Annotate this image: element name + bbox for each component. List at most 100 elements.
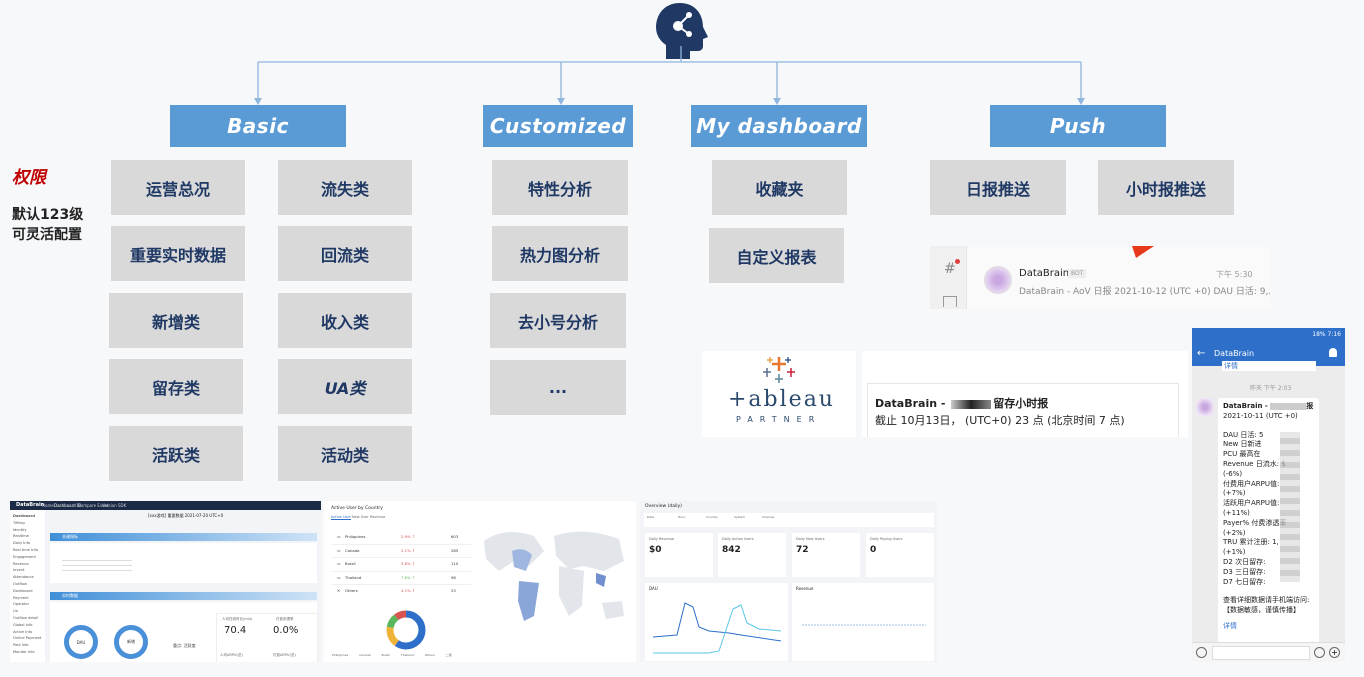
dash1-side-item[interactable]: Real time Info — [13, 547, 38, 552]
dashboard-screenshot-overview: DataBrain Home Dashboard BI Compare Even… — [10, 501, 321, 662]
chat-preview: DataBrain - AoV 日报 2021-10-12 (UTC +0) D… — [1019, 287, 1270, 297]
dash1-side-item[interactable]: Dashboard — [13, 514, 35, 518]
bot-avatar — [984, 266, 1012, 294]
voice-icon[interactable] — [1196, 647, 1207, 658]
chat-time: 下午 5:30 — [1216, 270, 1253, 279]
kpi-card: Daily Paying Users 0 — [866, 533, 934, 577]
hash-icon[interactable]: # — [944, 261, 956, 277]
dash1-donut-2: 新增 — [114, 625, 148, 659]
dash1-title: [xxx游戏] 重要数据 2021-07-20 UTC+0 — [148, 513, 224, 518]
world-map — [484, 531, 624, 621]
dash2-tab-3[interactable]: Revenue — [370, 515, 386, 519]
customized-item-alt-accounts[interactable]: 去小号分析 — [490, 293, 626, 348]
phone-line: (+1%) — [1223, 548, 1246, 557]
phone-detail-bottom[interactable]: 详情 — [1223, 621, 1237, 630]
dash1-kpi1-label: 人均在线时长(min) — [222, 617, 253, 621]
dashboard-screenshot-daily: Overview (daily) Date Hour Country Syste… — [640, 501, 937, 662]
dash1-section-1: 关键指标 — [62, 534, 78, 539]
phone-message: DataBrain - 报 2021-10-11 (UTC +0) DAU 日活… — [1218, 398, 1319, 654]
phone-line — [1223, 587, 1314, 596]
message-input[interactable] — [1212, 646, 1310, 660]
basic-item-overview[interactable]: 运营总况 — [111, 160, 245, 215]
basic-item-retention[interactable]: 留存类 — [109, 359, 243, 414]
dash1-side-item[interactable]: Invent — [13, 568, 25, 573]
dash3-filter[interactable]: Date — [647, 515, 655, 519]
kpi-card: Daily Active Users 842 — [718, 533, 786, 577]
dash1-nav-1[interactable]: Home — [42, 503, 54, 508]
dash1-nav-4[interactable]: Version SDK — [102, 503, 127, 508]
basic-item-activity[interactable]: 活动类 — [278, 426, 412, 481]
dash1-nav-2[interactable]: Dashboard BI — [54, 503, 81, 508]
dash1-side-item[interactable]: Global Info — [13, 622, 33, 627]
basic-item-realtime[interactable]: 重要实时数据 — [111, 226, 245, 281]
dash1-side-item[interactable]: Active Info — [13, 629, 33, 634]
basic-item-ua[interactable]: UA类 — [278, 359, 412, 414]
dashboard-item-custom-report[interactable]: 自定义报表 — [709, 228, 844, 283]
dash1-side-item[interactable]: Revenue — [13, 561, 29, 566]
phone-line: D2 次日留存: — [1223, 557, 1266, 566]
permission-title: 权限 — [12, 168, 46, 188]
dash1-side-item[interactable]: Identify — [13, 527, 27, 532]
basic-item-revenue[interactable]: 收入类 — [278, 293, 412, 348]
dash1-side-item[interactable]: Dashboard — [13, 588, 33, 593]
dash1-brand: DataBrain — [16, 502, 45, 508]
plus-icon[interactable]: + — [1329, 647, 1340, 658]
dash1-side-item[interactable]: Outflow — [13, 581, 27, 586]
dash1-sidebar: Dashboard Tiffany Identify Realtime Dail… — [10, 510, 45, 662]
dashboard-item-favorites[interactable]: 收藏夹 — [712, 160, 847, 215]
dash1-side-item[interactable]: Tiffany — [13, 520, 26, 525]
phone-line: (+2%) — [1223, 528, 1246, 537]
dash1-side-item[interactable]: Attendance — [13, 575, 34, 580]
basic-item-churn[interactable]: 流失类 — [278, 160, 412, 215]
dash3-title: Overview (daily) — [645, 504, 682, 509]
dash3-filter[interactable]: Channel — [762, 515, 775, 519]
dash1-donut-1: DAU — [64, 625, 98, 659]
dash3-filter[interactable]: Hour — [678, 515, 686, 519]
kpi-card: Daily Revenue $0 — [645, 533, 713, 577]
phone-line: 2021-10-11 (UTC +0) — [1223, 411, 1298, 420]
dash1-side-item[interactable]: Operator — [13, 602, 30, 607]
bot-tag: BOT — [1068, 269, 1087, 278]
basic-item-active[interactable]: 活跃类 — [109, 426, 243, 481]
sitemap-icon[interactable] — [943, 296, 957, 307]
phone-line: 活跃用户ARPU值: — [1223, 499, 1280, 508]
dash1-side-item[interactable]: Daily Info — [13, 541, 31, 546]
phone-detail-top[interactable]: 详情 — [1222, 361, 1316, 371]
phone-msg-title: DataBrain - — [1223, 402, 1271, 410]
dash1-kpi2-value: 0.0% — [273, 625, 299, 636]
dash1-side-item[interactable]: Monitor Info — [13, 649, 35, 654]
dash1-side-item[interactable]: Engagement — [13, 554, 36, 559]
emoji-icon[interactable] — [1314, 647, 1325, 658]
push-chat-card: # DataBrain BOT 下午 5:30 DataBrain - AoV … — [930, 246, 1270, 309]
head-brain-icon — [656, 3, 708, 59]
dash1-side-item[interactable]: Outflow detail — [13, 615, 39, 620]
dash2-legend: Philippines — [332, 653, 349, 657]
dash2-legend: Brazil — [381, 653, 390, 657]
dash1-side-item[interactable]: Realtime — [13, 534, 29, 539]
dash1-side-item[interactable]: Paid Info — [13, 643, 29, 648]
customized-item-feature[interactable]: 特性分析 — [492, 160, 628, 215]
person-icon[interactable] — [1329, 348, 1337, 357]
tableau-sub: PARTNER — [736, 415, 822, 424]
dash2-tab-1[interactable]: Active User — [331, 515, 351, 520]
dash3-filter[interactable]: Country — [706, 515, 718, 519]
dash1-side-item[interactable]: Ua — [13, 609, 18, 614]
dash1-nav-3[interactable]: Compare Event — [78, 503, 109, 508]
dash1-side-item[interactable]: Online Payment — [13, 636, 42, 641]
customized-item-heatmap[interactable]: 热力图分析 — [492, 226, 628, 281]
dash3-filter[interactable]: System — [734, 515, 746, 519]
dash1-side-item[interactable]: Payment — [13, 595, 29, 600]
dash2-tab-2[interactable]: New User — [352, 515, 369, 519]
dau-line-chart — [652, 602, 782, 654]
back-arrow-icon[interactable]: ← — [1197, 348, 1206, 359]
customized-item-more[interactable]: ... — [490, 360, 626, 415]
basic-item-new[interactable]: 新增类 — [109, 293, 243, 348]
phone-input-bar: + — [1192, 642, 1345, 662]
tableau-cross-icon — [763, 357, 795, 383]
push-item-daily[interactable]: 日报推送 — [930, 160, 1066, 215]
basic-item-return[interactable]: 回流类 — [278, 226, 412, 281]
dash1-foot-2: 付费ARPU(总) — [273, 653, 296, 657]
push-item-hourly[interactable]: 小时报推送 — [1098, 160, 1234, 215]
